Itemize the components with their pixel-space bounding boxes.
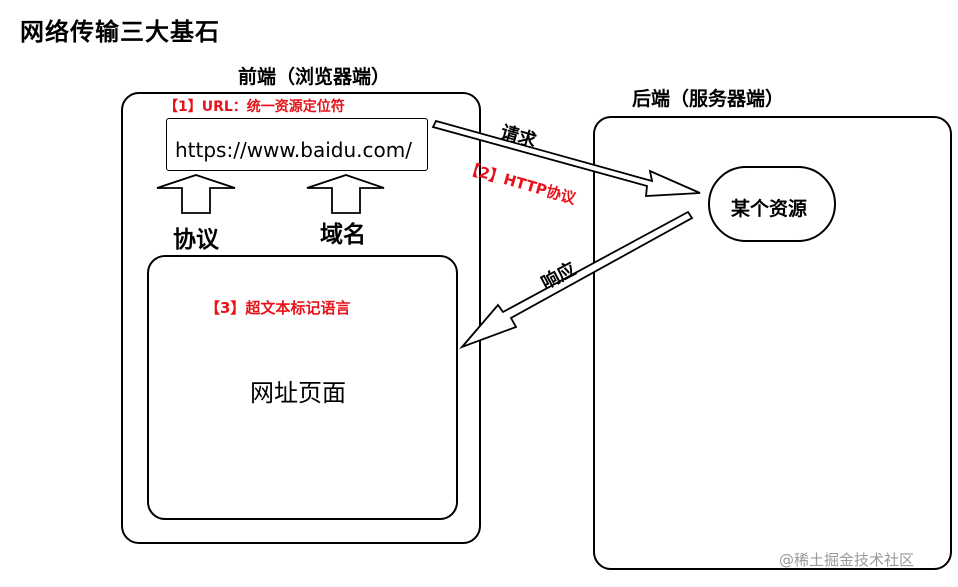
protocol-up-arrow — [156, 174, 236, 214]
url-text: https://www.baidu.com/ — [175, 138, 412, 162]
page-label: 网址页面 — [250, 379, 346, 407]
response-arrow — [459, 210, 694, 350]
resource-node — [708, 166, 836, 242]
domain-label: 域名 — [320, 222, 366, 248]
resource-label: 某个资源 — [731, 198, 808, 220]
domain-up-arrow — [306, 174, 385, 214]
url-note: 【1】URL：统一资源定位符 — [164, 99, 345, 115]
html-note: 【3】超文本标记语言 — [205, 299, 351, 317]
request-arrow — [431, 119, 701, 197]
webpage-box — [147, 255, 458, 520]
diagram-title: 网络传输三大基石 — [20, 18, 220, 46]
url-box — [166, 118, 428, 171]
frontend-label: 前端（浏览器端） — [238, 66, 391, 88]
backend-label: 后端（服务器端） — [632, 88, 785, 110]
protocol-label: 协议 — [173, 227, 219, 253]
watermark: @稀土掘金技术社区 — [779, 551, 915, 569]
